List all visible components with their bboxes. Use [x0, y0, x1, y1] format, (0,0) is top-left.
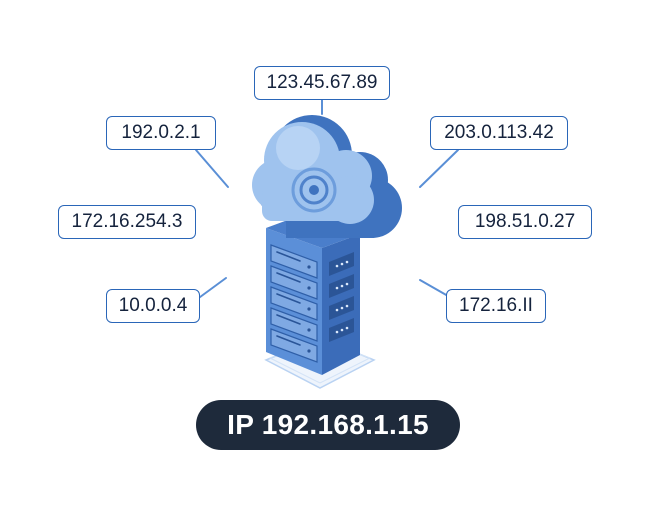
connector-upper-left — [195, 149, 229, 188]
ip-box-middle-right: 198.51.0.27 — [458, 205, 592, 239]
connector-lower-left — [195, 277, 227, 301]
ip-box-middle-left: 172.16.254.3 — [58, 205, 196, 239]
ip-box-lower-right: 172.16.II — [446, 289, 546, 323]
cloud-icon — [252, 115, 402, 238]
server-rack-icon — [266, 214, 360, 375]
ip-box-top: 123.45.67.89 — [254, 66, 390, 100]
main-ip-label: IP 192.168.1.15 — [196, 400, 460, 450]
ip-box-upper-left: 192.0.2.1 — [106, 116, 216, 150]
ip-box-lower-left: 10.0.0.4 — [106, 289, 200, 323]
connector-upper-right — [419, 149, 459, 188]
target-icon — [291, 167, 337, 213]
ip-box-upper-right: 203.0.113.42 — [430, 116, 568, 150]
